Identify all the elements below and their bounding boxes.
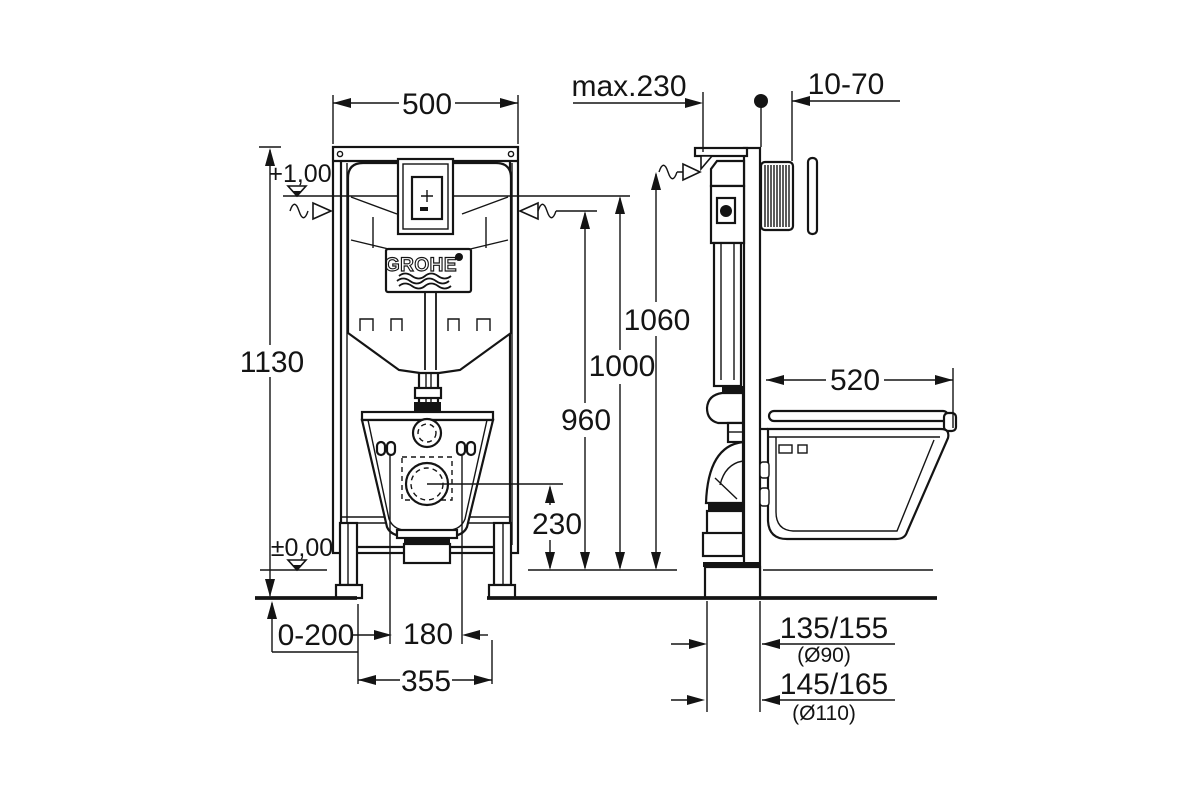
dim-d90-label: (Ø90): [797, 644, 851, 667]
registered-mark-icon: [455, 253, 463, 261]
dim-520-label: 520: [830, 364, 880, 397]
frame-screw-icon: [507, 150, 515, 158]
dim-frame-width: 500: [332, 88, 519, 144]
valve-dot-icon: [720, 205, 732, 217]
logo-wave-icon: [398, 282, 452, 290]
side-view: [693, 146, 958, 600]
dim-500-label: 500: [402, 88, 452, 121]
grohe-logo-plate: GROHE: [384, 247, 473, 294]
seat-lid: [767, 409, 950, 423]
inspection-cover-hatched: [759, 160, 795, 232]
hatch-lines-icon: [764, 165, 790, 227]
mounting-tab: [759, 487, 770, 507]
fixing-bolt-icon: [455, 440, 467, 457]
wall-rail: [742, 146, 762, 600]
frame-screw-icon: [336, 150, 344, 158]
dim-0-200-label: 0-200: [278, 619, 355, 652]
dim-960-label: 960: [561, 404, 611, 437]
level-top-label: +1,00: [268, 160, 331, 188]
level-marker-plus: +1,00: [268, 160, 332, 198]
flush-plate-side: [806, 156, 819, 236]
fixing-bolt-icon: [375, 440, 387, 457]
fixing-bolt-icon: [385, 440, 397, 457]
dim-bowl-depth: 520: [766, 364, 954, 428]
cistern-side: [701, 159, 762, 600]
dim-wall-range: 10-70: [754, 68, 900, 161]
dim-bolt-spacing: 180: [403, 618, 488, 651]
frame-feet: [334, 521, 517, 600]
dim-1130-label: 1130: [240, 346, 305, 379]
dim-180-label: 180: [403, 618, 453, 651]
water-supply-squiggle-icon: [537, 203, 557, 219]
flush-pipe-front: [413, 372, 443, 412]
dim-1000-label: 1000: [589, 350, 656, 383]
supply-arrow-icon: [518, 201, 539, 221]
level-lines: [283, 195, 630, 221]
dim-145-165-label: 145/165: [780, 668, 888, 701]
bracket-squiggle-icon: [658, 164, 683, 180]
seat-hinge-icon: [778, 444, 793, 454]
bracket-arrow-icon: [682, 162, 702, 182]
dim-drain-110: 145/165 (Ø110): [671, 668, 895, 725]
grohe-logo-text: GROHE: [385, 255, 457, 276]
dim-drain-90: 135/155 (Ø90): [671, 601, 895, 712]
dim-1060-label: 1060: [624, 304, 691, 337]
dim-supply-height: 960: [561, 211, 611, 570]
dim-bracket-height: 1060: [624, 162, 702, 570]
level-marker-zero: ±0,00: [260, 534, 333, 572]
wc-bowl-side: [759, 409, 958, 541]
water-supply-squiggle-icon: [289, 203, 309, 219]
dim-230-label: 230: [532, 508, 582, 541]
dim-max230-label: max.230: [571, 70, 686, 103]
dimensions: 500 1130 230 960 1000 1060: [240, 68, 954, 725]
dim-10-70-label: 10-70: [808, 68, 885, 101]
logo-wave-icon: [396, 277, 450, 285]
seat-hinge-icon: [797, 444, 808, 454]
foot-pad: [487, 583, 517, 600]
dim-base-width: 355: [357, 604, 493, 698]
wall-bracket: [693, 146, 749, 172]
dim-355-label: 355: [401, 665, 451, 698]
drain-base: [703, 565, 762, 600]
supply-arrow-icon: [312, 201, 333, 221]
dim-foot-range: 0-200: [267, 601, 392, 653]
actuator-shaft: [396, 157, 455, 236]
mounting-tab: [759, 461, 770, 479]
wc-bowl-front: [360, 410, 563, 644]
dim-outlet-height: 230: [532, 485, 582, 570]
floor-lines: [255, 569, 937, 600]
fixing-bolt-icon: [465, 440, 477, 457]
logo-wave-icon: [398, 272, 452, 280]
crosshair-icon: [421, 190, 433, 202]
dim-135-155-label: 135/155: [780, 612, 888, 645]
foot-pad: [334, 583, 364, 600]
dim-frame-height: 1130: [240, 146, 305, 597]
dim-d110-label: (Ø110): [792, 702, 856, 725]
dim-max-depth: max.230: [571, 70, 704, 152]
level-floor-label: ±0,00: [271, 534, 333, 562]
dim-meter-height: 1000: [589, 196, 656, 570]
front-view: GROHE: [260, 145, 630, 644]
reference-dot-icon: [754, 94, 768, 108]
flush-inlet-grommet: [411, 417, 443, 449]
